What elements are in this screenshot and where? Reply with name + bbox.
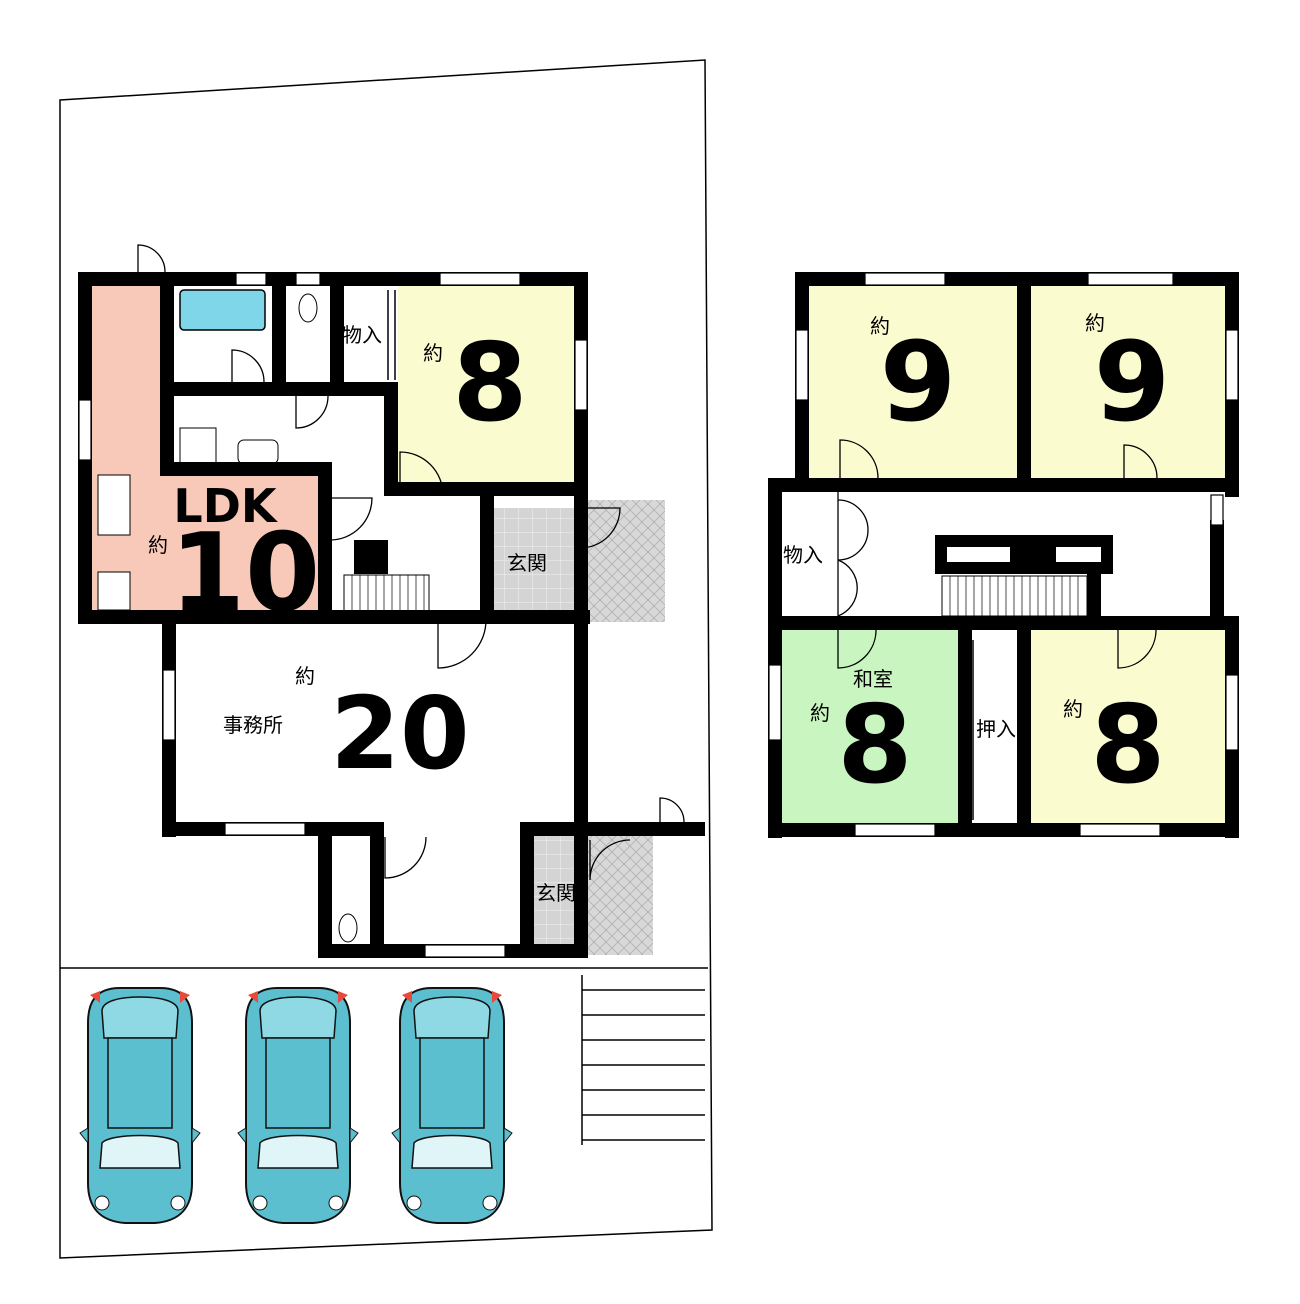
bedroom-8-prefix: 約 bbox=[423, 341, 443, 365]
ldk-prefix: 約 bbox=[148, 533, 168, 557]
sink-icon bbox=[237, 439, 279, 465]
entrance-2-tile bbox=[532, 832, 577, 947]
room-9-left-prefix: 約 bbox=[870, 314, 890, 338]
porch-1 bbox=[580, 500, 665, 622]
pillar bbox=[354, 540, 388, 574]
room-8-right-size: 8 bbox=[1090, 683, 1165, 808]
stairs-icon-2 bbox=[941, 575, 1088, 617]
kitchen-sink-icon bbox=[97, 474, 131, 536]
porch-2 bbox=[588, 830, 653, 955]
room-9-right-prefix: 約 bbox=[1085, 311, 1105, 335]
washitsu-prefix: 約 bbox=[810, 701, 830, 725]
entrance-2-label: 玄関 bbox=[536, 881, 576, 905]
car-icon bbox=[391, 987, 513, 1224]
car-icon bbox=[79, 987, 201, 1224]
room-9-right-fill bbox=[1030, 285, 1225, 480]
ground-windows bbox=[78, 272, 588, 958]
bathtub-icon bbox=[179, 289, 266, 331]
ldk-name: LDK bbox=[173, 479, 278, 533]
second-windows bbox=[768, 272, 1239, 837]
toilet-icon bbox=[298, 293, 318, 323]
stairs-icon bbox=[343, 574, 430, 614]
ldk-fill bbox=[90, 285, 160, 613]
room-8-right-prefix: 約 bbox=[1063, 697, 1083, 721]
ground-floor-walls bbox=[78, 272, 705, 958]
entrance-1-label: 玄関 bbox=[507, 551, 547, 575]
entrance-1-tile bbox=[492, 508, 577, 616]
closet-2-label: 物入 bbox=[783, 543, 823, 567]
second-doors bbox=[837, 439, 1158, 669]
washitsu-name: 和室 bbox=[853, 667, 893, 691]
office-prefix: 約 bbox=[295, 664, 315, 688]
ground-doors bbox=[137, 244, 685, 881]
office-name: 事務所 bbox=[223, 713, 283, 737]
office-size: 20 bbox=[330, 675, 469, 792]
washer-icon bbox=[179, 427, 217, 465]
bedroom-8-fill bbox=[398, 285, 578, 495]
room-9-right-size: 9 bbox=[1094, 318, 1171, 446]
ldk-size: 10 bbox=[170, 511, 320, 636]
room-8-right-fill bbox=[1030, 630, 1225, 823]
exterior-steps bbox=[581, 975, 705, 1145]
stove-icon bbox=[97, 571, 131, 611]
washitsu-fill bbox=[782, 630, 962, 823]
bedroom-8-size: 8 bbox=[452, 321, 527, 446]
ldk-fill-2 bbox=[160, 475, 330, 613]
washitsu-size: 8 bbox=[837, 683, 912, 808]
room-9-left-size: 9 bbox=[880, 318, 957, 446]
car-icon bbox=[237, 987, 359, 1224]
closet-label: 物入 bbox=[342, 323, 382, 347]
toilet-icon-2 bbox=[338, 913, 358, 943]
lot-boundary bbox=[59, 59, 713, 1259]
oshiire-label: 押入 bbox=[976, 717, 1016, 741]
room-9-left-fill bbox=[808, 285, 1023, 480]
